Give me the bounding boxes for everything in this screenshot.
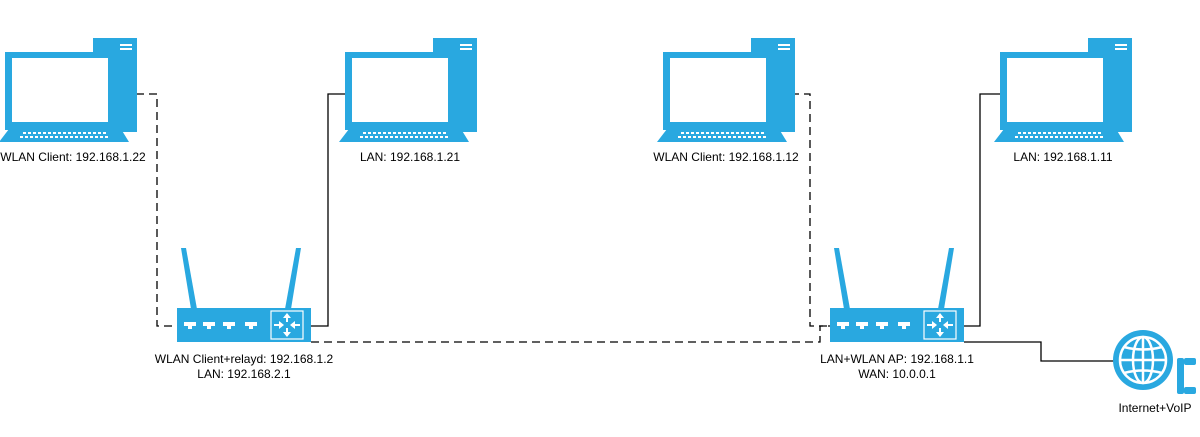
desktop-computer-icon: [339, 38, 477, 142]
phone-icon: [1177, 358, 1196, 394]
pc-lan-left: [339, 38, 477, 142]
link-lan-right-to-ap-router: [964, 93, 1000, 327]
link-ap-router-to-internet: [964, 341, 1115, 362]
router-ap: [829, 247, 965, 343]
router-relay: [176, 247, 312, 343]
internet-node: [1113, 330, 1196, 394]
link-lan-left-to-relay-router: [311, 93, 345, 327]
desktop-computer-icon: [657, 38, 795, 142]
label-router-relay-line-1: WLAN Client+relayd: 192.168.1.2: [155, 352, 334, 366]
label-wlan-client-right: WLAN Client: 192.168.1.12: [653, 150, 799, 164]
label-lan-left: LAN: 192.168.1.21: [360, 150, 460, 164]
link-wlan-client-left-to-relay-router: [110, 93, 177, 327]
desktop-computer-icon: [994, 38, 1132, 142]
label-wlan-client-left: WLAN Client: 192.168.1.22: [0, 150, 146, 164]
label-internet: Internet+VoIP: [1118, 401, 1191, 415]
desktop-computer-icon: [0, 38, 137, 142]
pc-lan-right: [994, 38, 1132, 142]
label-router-ap-line-2: WAN: 10.0.0.1: [858, 367, 936, 381]
label-router-ap-line-1: LAN+WLAN AP: 192.168.1.1: [820, 352, 974, 366]
label-router-relay-line-2: LAN: 192.168.2.1: [197, 367, 291, 381]
pc-wlan-client-right: [657, 38, 795, 142]
link-relay-router-to-ap-router: [311, 325, 830, 343]
wireless-router-icon: [176, 247, 312, 343]
label-lan-right: LAN: 192.168.1.11: [1013, 150, 1113, 164]
pc-wlan-client-left: [0, 38, 137, 142]
wireless-router-icon: [829, 247, 965, 343]
globe-icon: [1113, 330, 1173, 390]
